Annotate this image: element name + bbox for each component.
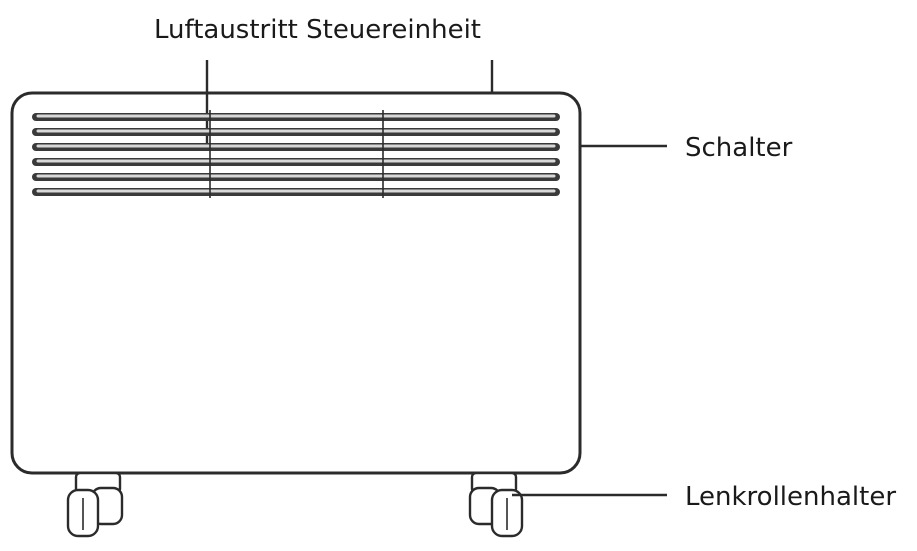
label-air-outlet-control-unit: Luftaustritt Steuereinheit [154, 15, 481, 45]
grille-slat [32, 128, 560, 136]
grille-slat [32, 113, 560, 121]
grille-slat [32, 143, 560, 151]
grille-slat [32, 173, 560, 181]
air-outlet-grille [32, 110, 560, 198]
caster-left [66, 471, 124, 538]
caster-right [468, 471, 524, 538]
grille-slat [32, 188, 560, 196]
label-switch: Schalter [685, 133, 793, 163]
heater-body [10, 91, 582, 475]
grille-slat [32, 158, 560, 166]
label-caster-holder: Lenkrollenhalter [685, 482, 896, 512]
